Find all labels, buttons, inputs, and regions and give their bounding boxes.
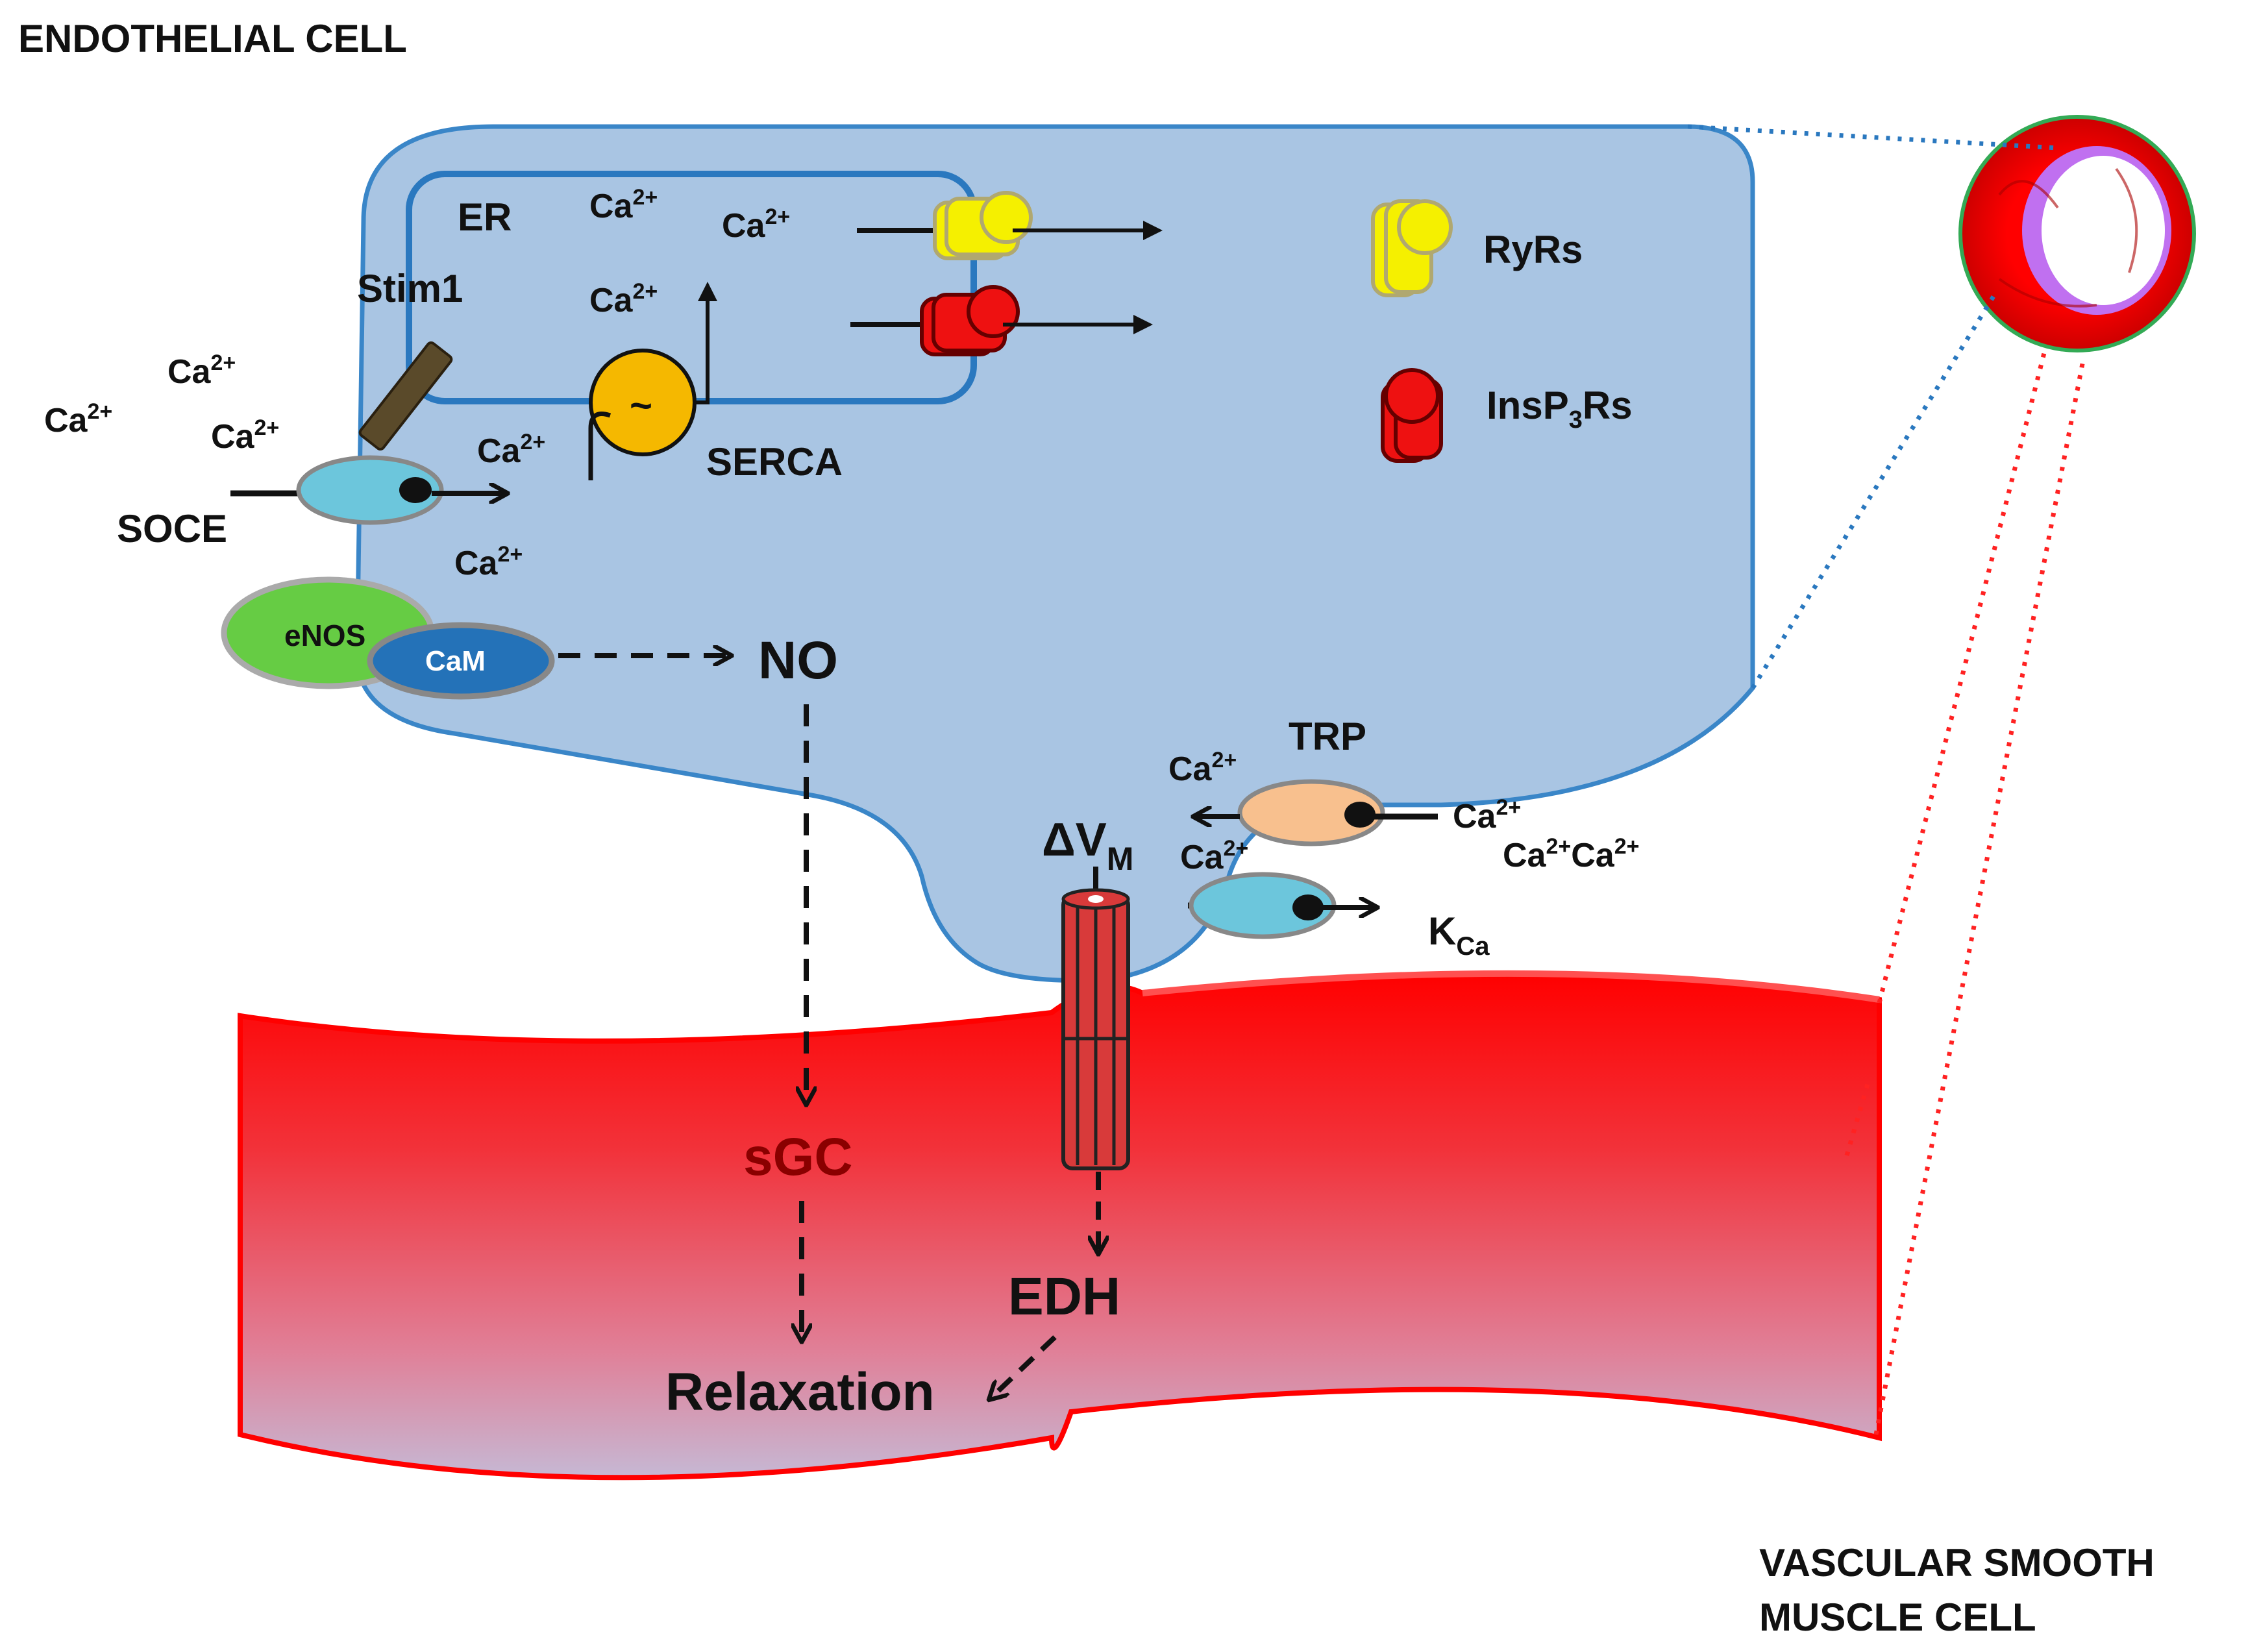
label-serca: SERCA: [706, 440, 843, 484]
label-stim1: Stim1: [357, 267, 463, 310]
trp-channel: [1237, 779, 1385, 846]
serca-arrow: [695, 282, 717, 404]
smooth-muscle-top-highlight: [1142, 970, 1880, 1003]
ca-ion-label: Ca2+: [1180, 836, 1248, 876]
red-dotted-connector-right: [1873, 356, 2086, 1435]
label-trp: TRP: [1289, 715, 1366, 758]
insp3r-channel: [920, 285, 1020, 356]
ca-ion-label: Ca2+: [454, 542, 523, 582]
label-insp3rs: InsP3Rs: [1487, 384, 1633, 434]
stim1-protein: [358, 341, 453, 451]
ca-ion-label: Ca2+: [589, 185, 658, 225]
label-ryrs: RyRs: [1483, 228, 1583, 271]
ca-ion-label: Ca2+Ca2+: [1503, 834, 1640, 874]
label-soce: SOCE: [117, 507, 227, 550]
red-dotted-connector-short: [1844, 1077, 1872, 1156]
ca-ion-label: Ca2+: [477, 430, 545, 470]
smooth-muscle-cell: [238, 970, 1882, 1481]
legend-ryr-icon: [1371, 199, 1453, 297]
ca-ion-label: Ca2+: [167, 351, 236, 391]
ca-ion-label: Ca2+: [1168, 748, 1237, 788]
blue-dotted-connector-bottom: [1751, 291, 1998, 689]
ryr-channel: [933, 191, 1033, 260]
ca-ion-label: Ca2+: [722, 204, 790, 245]
cam-protein: [367, 622, 555, 700]
ca-ion-label: Ca2+: [211, 415, 279, 456]
edh-to-relaxation-arrow: [990, 1335, 1057, 1399]
ca-ion-label: Ca2+: [589, 279, 658, 319]
ca-labels: Ca2+ Ca2+ Ca2+ Ca2+ Ca2+ Ca2+ Ca2+ Ca2+ …: [44, 185, 1640, 876]
blue-dotted-connector-top: [1687, 124, 2058, 151]
vessel-cross-section: [1958, 115, 2196, 352]
label-cam: CaM: [425, 645, 486, 677]
legend-insp3r-icon: [1381, 368, 1443, 463]
title-endothelial-cell: ENDOTHELIAL CELL: [18, 17, 407, 60]
label-sgc: sGC: [743, 1128, 853, 1187]
serca-symbol: ~: [630, 384, 652, 427]
ca-ion-label: Ca2+: [44, 399, 112, 439]
label-no: NO: [758, 631, 838, 690]
title-vascular-smooth-line1: VASCULAR SMOOTH: [1759, 1541, 2154, 1584]
gap-junction: [1061, 888, 1130, 1170]
label-relaxation: Relaxation: [665, 1362, 935, 1422]
label-delta-vm: ΔVM: [1042, 814, 1133, 877]
label-kca: KCa: [1428, 909, 1490, 961]
red-dotted-connector-left: [1877, 350, 2047, 1004]
label-er: ER: [458, 195, 512, 239]
label-edh: EDH: [1008, 1267, 1120, 1326]
label-enos: eNOS: [284, 619, 365, 652]
title-vascular-smooth-line2: MUSCLE CELL: [1759, 1596, 2036, 1639]
ca-ion-label: Ca2+: [1453, 795, 1521, 835]
soce-channel: [296, 455, 444, 525]
